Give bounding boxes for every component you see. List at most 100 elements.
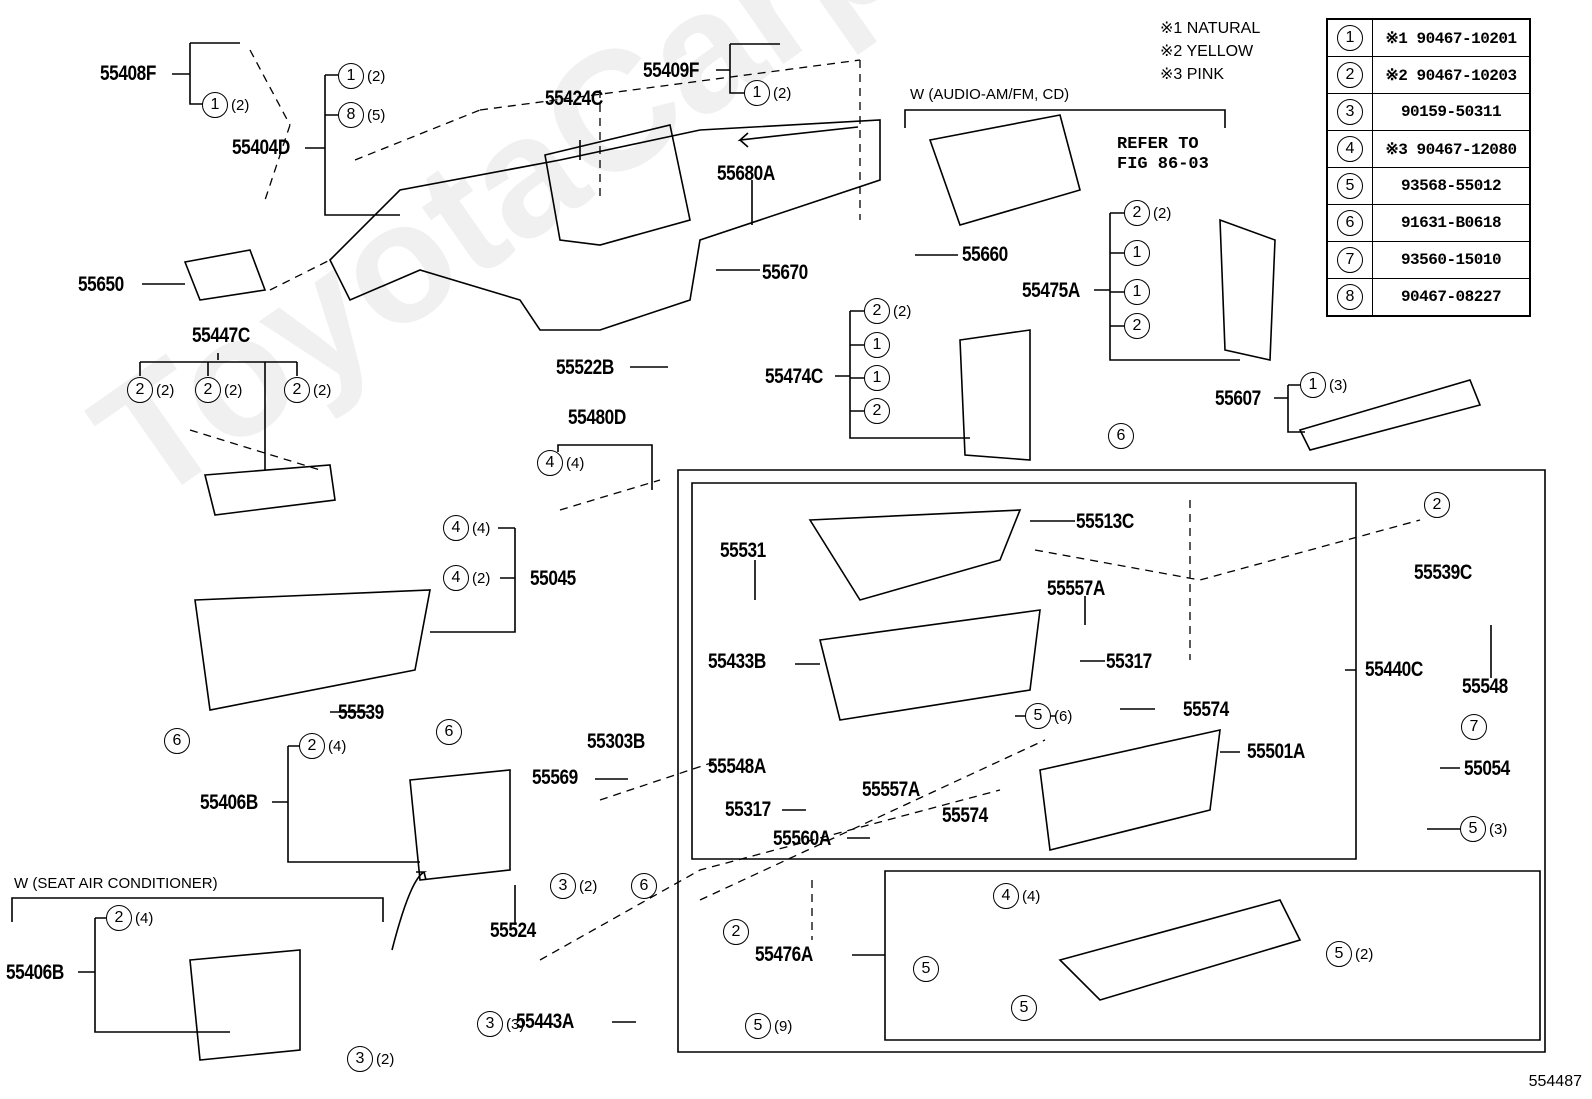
fastener-key: 6 (164, 728, 190, 754)
fastener-callout[interactable]: 3(2) (347, 1046, 394, 1072)
part-label-55424C[interactable]: 55424C (545, 87, 603, 110)
fastener-callout[interactable]: 4(4) (993, 883, 1040, 909)
part-label-55513C[interactable]: 55513C (1076, 510, 1134, 533)
fastener-callout[interactable]: 2(2) (195, 377, 242, 403)
fastener-callout[interactable]: 2(2) (1124, 200, 1171, 226)
part-label-55650[interactable]: 55650 (78, 273, 124, 296)
fastener-callout[interactable]: 4(4) (443, 515, 490, 541)
fastener-callout[interactable]: 7 (1461, 714, 1487, 740)
part-label-55660[interactable]: 55660 (962, 243, 1008, 266)
part-outline-55474C (959, 329, 1031, 461)
fastener-callout[interactable]: 5(3) (1460, 816, 1507, 842)
fastener-callout[interactable]: 5(6) (1025, 703, 1072, 729)
part-label-55569[interactable]: 55569 (532, 766, 578, 789)
part-label-55045[interactable]: 55045 (530, 567, 576, 590)
part-label-55480D[interactable]: 55480D (568, 406, 626, 429)
fastener-callout[interactable]: 2 (723, 919, 749, 945)
fastener-callout[interactable]: 1 (864, 365, 890, 391)
legend-part-number[interactable]: 90467-08227 (1372, 278, 1531, 317)
fastener-callout[interactable]: 6 (164, 728, 190, 754)
fastener-key: 2 (864, 298, 890, 324)
legend-part-number[interactable]: ※3 90467-12080 (1372, 130, 1531, 168)
fastener-qty: (6) (1054, 707, 1073, 725)
part-label-55408F[interactable]: 55408F (100, 62, 156, 85)
fastener-callout[interactable]: 6 (631, 873, 657, 899)
legend-part-number[interactable]: 93568-55012 (1372, 167, 1531, 205)
fastener-callout[interactable]: 2 (1424, 492, 1450, 518)
fastener-key: 4 (443, 515, 469, 541)
fastener-callout[interactable]: 6 (436, 719, 462, 745)
part-label-55303B[interactable]: 55303B (587, 730, 645, 753)
fastener-callout[interactable]: 1(3) (1300, 372, 1347, 398)
fastener-callout[interactable]: 5 (913, 956, 939, 982)
part-label-55670[interactable]: 55670 (762, 261, 808, 284)
part-label-55557A-upper[interactable]: 55557A (1047, 577, 1105, 600)
fastener-callout[interactable]: 8(5) (338, 102, 385, 128)
fastener-key: 2 (1124, 313, 1150, 339)
part-label-55501A[interactable]: 55501A (1247, 740, 1305, 763)
part-label-55406B-lower[interactable]: 55406B (6, 961, 64, 984)
part-label-55531[interactable]: 55531 (720, 539, 766, 562)
fastener-callout[interactable]: 6 (1108, 423, 1134, 449)
part-label-55522B[interactable]: 55522B (556, 356, 614, 379)
fastener-callout[interactable]: 4(2) (443, 565, 490, 591)
part-label-55317-lower[interactable]: 55317 (725, 798, 771, 821)
legend-part-number[interactable]: 93560-15010 (1372, 241, 1531, 279)
part-label-55548A[interactable]: 55548A (708, 755, 766, 778)
fastener-callout[interactable]: 2(2) (864, 298, 911, 324)
fastener-callout[interactable]: 1(2) (744, 80, 791, 106)
part-label-55433B[interactable]: 55433B (708, 650, 766, 673)
part-label-55406B-upper[interactable]: 55406B (200, 791, 258, 814)
part-label-55524[interactable]: 55524 (490, 919, 536, 942)
part-label-55404D[interactable]: 55404D (232, 136, 290, 159)
legend-part-number[interactable]: ※1 90467-10201 (1372, 18, 1531, 57)
part-label-55447C[interactable]: 55447C (192, 324, 250, 347)
fastener-key: 2 (864, 398, 890, 424)
fastener-callout[interactable]: 1 (864, 332, 890, 358)
part-label-55560A[interactable]: 55560A (773, 827, 831, 850)
part-label-55475A[interactable]: 55475A (1022, 279, 1080, 302)
fastener-callout[interactable]: 1(2) (338, 63, 385, 89)
fastener-callout[interactable]: 3(2) (550, 873, 597, 899)
part-outline-55476A-pad (1058, 899, 1302, 1001)
fastener-callout[interactable]: 1(2) (202, 92, 249, 118)
fastener-callout[interactable]: 4(4) (537, 450, 584, 476)
fastener-callout[interactable]: 2(2) (127, 377, 174, 403)
part-label-55539C[interactable]: 55539C (1414, 561, 1472, 584)
part-label-55557A-lower[interactable]: 55557A (862, 778, 920, 801)
part-label-55574-lower[interactable]: 55574 (942, 804, 988, 827)
fastener-callout[interactable]: 2(2) (284, 377, 331, 403)
fastener-qty: (2) (579, 877, 598, 895)
fastener-callout[interactable]: 5 (1011, 995, 1037, 1021)
part-label-55476A[interactable]: 55476A (755, 943, 813, 966)
part-label-55440C[interactable]: 55440C (1365, 658, 1423, 681)
legend-part-number[interactable]: 91631-B0618 (1372, 204, 1531, 242)
part-outline-55424C (544, 124, 691, 246)
leader-55607 (1274, 384, 1305, 433)
part-label-55548[interactable]: 55548 (1462, 675, 1508, 698)
legend-part-number[interactable]: ※2 90467-10203 (1372, 56, 1531, 94)
part-label-55574-upper[interactable]: 55574 (1183, 698, 1229, 721)
fastener-callout[interactable]: 2 (1124, 313, 1150, 339)
fastener-callout[interactable]: 1 (1124, 279, 1150, 305)
legend-part-number[interactable]: 90159-50311 (1372, 93, 1531, 131)
part-outline-55650 (183, 249, 267, 301)
fastener-callout[interactable]: 5(9) (745, 1013, 792, 1039)
part-label-55539[interactable]: 55539 (338, 701, 384, 724)
fastener-key: 5 (913, 956, 939, 982)
fastener-callout[interactable]: 5(2) (1326, 941, 1373, 967)
part-label-55607[interactable]: 55607 (1215, 387, 1261, 410)
fastener-key: 2 (1424, 492, 1450, 518)
part-label-55474C[interactable]: 55474C (765, 365, 823, 388)
part-label-55054[interactable]: 55054 (1464, 757, 1510, 780)
fastener-callout[interactable]: 2(4) (106, 905, 153, 931)
fastener-callout[interactable]: 2(4) (299, 733, 346, 759)
fastener-callout[interactable]: 1 (1124, 240, 1150, 266)
part-label-55409F[interactable]: 55409F (643, 59, 699, 82)
part-label-55680A[interactable]: 55680A (717, 162, 775, 185)
fastener-callout[interactable]: 3(3) (477, 1011, 524, 1037)
part-label-55317-upper[interactable]: 55317 (1106, 650, 1152, 673)
part-label-55443A[interactable]: 55443A (516, 1010, 574, 1033)
fastener-callout[interactable]: 2 (864, 398, 890, 424)
